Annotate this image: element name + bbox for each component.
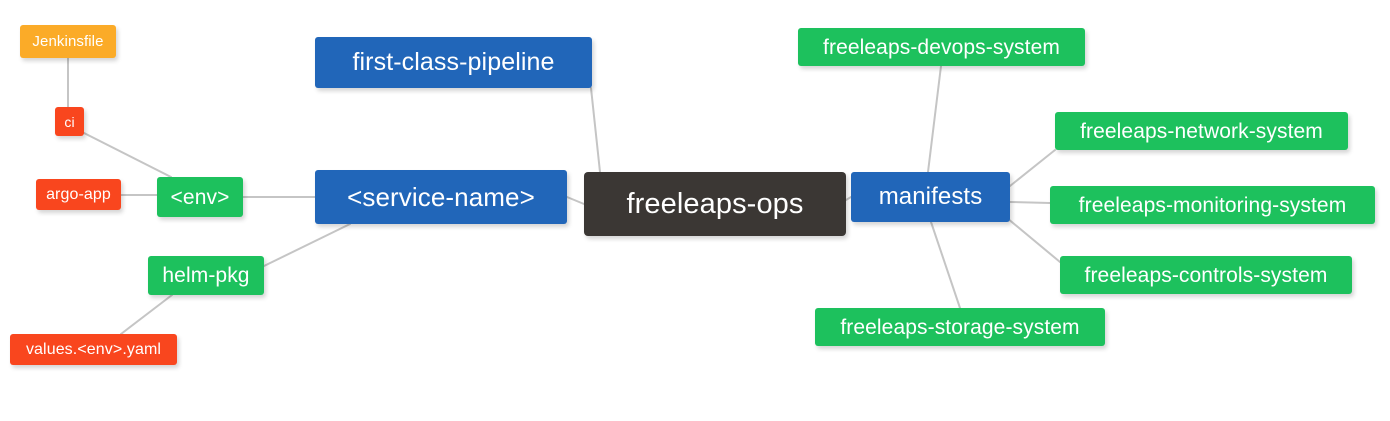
edge-service-name-helm-pkg: [263, 223, 351, 267]
node-argo-app[interactable]: argo-app: [36, 179, 121, 210]
node-helm-pkg[interactable]: helm-pkg: [148, 256, 264, 295]
edge-manifests-network-system: [1009, 149, 1056, 187]
edge-manifests-controls-system: [1006, 217, 1061, 263]
node-values-yaml[interactable]: values.<env>.yaml: [10, 334, 177, 365]
node-ci[interactable]: ci: [55, 107, 84, 136]
node-first-class-pipeline[interactable]: first-class-pipeline: [315, 37, 592, 88]
edge-env-ci: [83, 132, 172, 178]
edge-root-service-name: [566, 196, 585, 205]
node-freeleaps-network-system[interactable]: freeleaps-network-system: [1055, 112, 1348, 150]
edge-helm-pkg-values-yaml: [120, 294, 173, 335]
node-freeleaps-controls-system[interactable]: freeleaps-controls-system: [1060, 256, 1352, 294]
node-freeleaps-ops[interactable]: freeleaps-ops: [584, 172, 846, 236]
node-service-name[interactable]: <service-name>: [315, 170, 567, 224]
node-env[interactable]: <env>: [157, 177, 243, 217]
node-manifests[interactable]: manifests: [851, 172, 1010, 222]
edge-manifests-devops-system: [927, 65, 942, 173]
node-freeleaps-storage-system[interactable]: freeleaps-storage-system: [815, 308, 1105, 346]
edge-root-first-class-pipeline: [590, 87, 601, 173]
edge-manifests-storage-system: [930, 221, 961, 309]
edge-manifests-monitoring-system: [1009, 201, 1051, 204]
node-freeleaps-devops-system[interactable]: freeleaps-devops-system: [798, 28, 1085, 66]
node-freeleaps-monitoring-system[interactable]: freeleaps-monitoring-system: [1050, 186, 1375, 224]
node-jenkinsfile[interactable]: Jenkinsfile: [20, 25, 116, 58]
